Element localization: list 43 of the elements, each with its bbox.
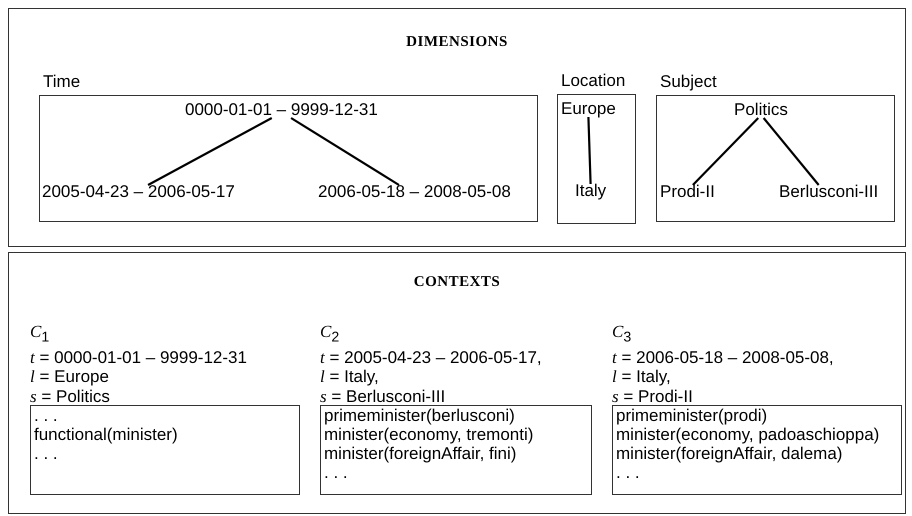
context-attribute: t = 2006-05-18 – 2008-05-08,	[612, 348, 834, 368]
predicate-line: functional(minister)	[33, 425, 178, 444]
context-attribute: t = 0000-01-01 – 9999-12-31	[30, 348, 247, 368]
predicate-line: . . .	[33, 444, 58, 463]
predicate-line: primeminister(prodi)	[615, 406, 768, 425]
context-attribute: l = Italy,	[612, 367, 671, 387]
predicate-line: minister(foreignAffair, dalema)	[615, 444, 842, 463]
section-panel	[8, 252, 906, 514]
tree-link	[692, 117, 760, 186]
context-attribute: s = Prodi-II	[612, 386, 693, 406]
section-panel	[8, 8, 906, 247]
dimension-heading: Subject	[660, 72, 717, 92]
context-name: C$_{2}$	[320, 322, 340, 348]
tree-link	[587, 116, 592, 184]
predicate-line: . . .	[33, 406, 58, 425]
context-attribute: s = Politics	[30, 386, 110, 406]
context-name: C$_{1}$	[30, 322, 50, 348]
predicate-line: primeminister(berlusconi)	[323, 406, 515, 425]
predicate-line: minister(economy, tremonti)	[323, 425, 534, 444]
predicate-line: . . .	[323, 463, 348, 482]
tree-node-label: Berlusconi-III	[779, 182, 878, 202]
tree-node-label: 2006-05-18 – 2008-05-08	[318, 182, 511, 202]
tree-node-label: 0000-01-01 – 9999-12-31	[185, 100, 378, 120]
tree-node-label: Europe	[561, 99, 616, 119]
predicate-line: minister(economy, padoaschioppa)	[615, 425, 880, 444]
tree-link	[762, 117, 820, 186]
context-attribute: s = Berlusconi-III	[320, 386, 446, 406]
dimension-heading: Location	[561, 71, 626, 91]
tree-node-label: Prodi-II	[660, 182, 715, 202]
predicate-line: minister(foreignAffair, fini)	[323, 444, 516, 463]
section-title: DIMENSIONS	[405, 34, 509, 51]
tree-link	[148, 117, 272, 186]
context-attribute: l = Europe	[30, 367, 109, 387]
dimension-heading: Time	[43, 72, 80, 92]
tree-node-label: 2005-04-23 – 2006-05-17	[42, 182, 235, 202]
context-attribute: l = Italy,	[320, 367, 379, 387]
predicate-line: . . .	[615, 463, 640, 482]
context-name: C$_{3}$	[612, 322, 632, 348]
tree-node-label: Politics	[734, 100, 788, 120]
section-title: CONTEXTS	[412, 274, 502, 291]
tree-node-label: Italy	[575, 181, 606, 201]
tree-link	[290, 117, 400, 186]
context-attribute: t = 2005-04-23 – 2006-05-17,	[320, 348, 542, 368]
